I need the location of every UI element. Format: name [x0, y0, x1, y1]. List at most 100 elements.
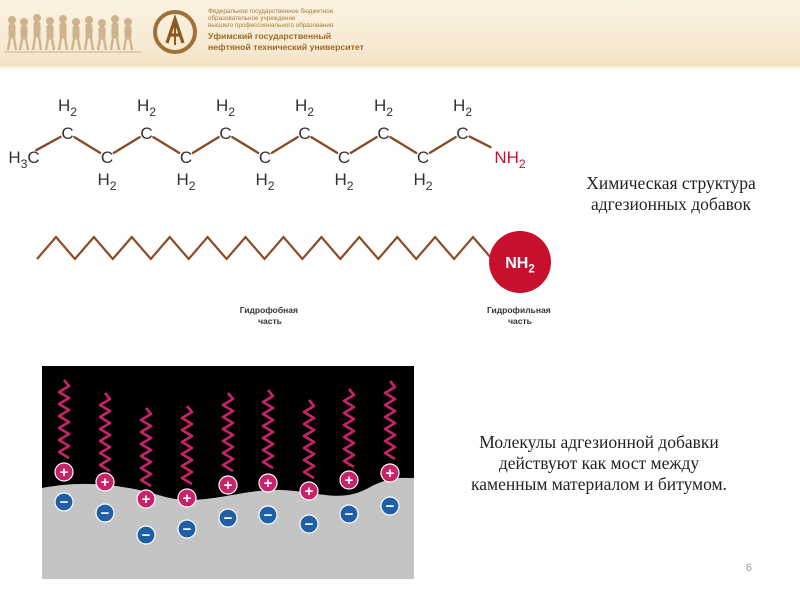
bond-line — [468, 135, 492, 149]
anion-site — [380, 496, 400, 516]
header-band: Федеральное государственное бюджетное об… — [0, 0, 800, 67]
bridge-caption: Молекулы адгезионной добавки действуют к… — [428, 432, 770, 495]
hydrophilic-head — [489, 231, 551, 293]
anion-site — [177, 519, 197, 539]
cation-head — [339, 470, 359, 490]
molecule-tail — [302, 399, 316, 480]
carbon-atom: C — [61, 124, 73, 143]
hydrogen-label: H2 — [413, 170, 432, 193]
molecule-tail — [342, 388, 356, 469]
hydrogen-label: H2 — [295, 96, 314, 119]
people-crowd-logo — [4, 14, 142, 53]
hydrophilic-label-line: часть — [508, 316, 532, 326]
cation-head — [258, 473, 278, 493]
formula-bonds — [35, 135, 492, 155]
anion-site — [54, 492, 74, 512]
bond-line — [35, 135, 62, 152]
adhesive-molecules: +−+−+−+−+−+−+−+−+− — [54, 379, 400, 545]
hydrophobic-label-line: Гидрофобная — [240, 305, 298, 315]
minus-sign: − — [386, 498, 395, 515]
minus-sign: − — [264, 507, 273, 524]
caption-line: действуют как мост между — [498, 453, 700, 473]
hydrophobic-tail — [36, 235, 493, 261]
hydrophobic-label: Гидрофобная часть — [240, 305, 301, 326]
hydrogen-label: H2 — [176, 170, 195, 193]
anion-site — [95, 503, 115, 523]
carbon-atom: C — [259, 148, 271, 167]
carbon-atom: C — [101, 148, 113, 167]
molecule-schematic: Гидрофобная часть Гидрофильная часть NH2 — [36, 231, 553, 326]
molecule-tail — [98, 392, 112, 473]
plus-sign: + — [345, 472, 354, 489]
plus-sign: + — [60, 464, 69, 481]
amine-group: NH2 — [494, 148, 526, 171]
plus-sign: + — [224, 477, 233, 494]
hydrogen-label: H2 — [137, 96, 156, 119]
header-separator — [0, 66, 800, 70]
carbon-atom: C — [338, 148, 350, 167]
minus-sign: − — [142, 527, 151, 544]
plus-sign: + — [142, 491, 151, 508]
molecule-tail — [383, 380, 397, 461]
hydrogen-label: H2 — [216, 96, 235, 119]
caption-line: Молекулы адгезионной добавки — [479, 432, 719, 452]
molecule-tail — [221, 392, 235, 473]
stone-surface — [42, 477, 414, 579]
carbon-atom: C — [456, 124, 468, 143]
carbon-atom: C — [417, 148, 429, 167]
molecule-tail — [180, 405, 194, 486]
cation-head — [299, 481, 319, 501]
org-line: Федеральное государственное бюджетное — [208, 8, 334, 15]
head-label: NH2 — [505, 255, 535, 275]
bridge-illustration: +−+−+−+−+−+−+−+−+− — [42, 366, 414, 579]
anion-site — [136, 525, 156, 545]
minus-sign: − — [183, 521, 192, 538]
anion-site — [299, 514, 319, 534]
cation-head — [54, 462, 74, 482]
page-number: 6 — [745, 562, 752, 574]
bond-line — [349, 135, 378, 155]
university-emblem — [153, 10, 197, 54]
hydrogen-label: H2 — [255, 170, 274, 193]
bond-line — [152, 135, 181, 155]
minus-sign: − — [345, 506, 354, 523]
bond-line — [310, 135, 339, 155]
hydrogen-label: H2 — [334, 170, 353, 193]
molecule-tail — [139, 407, 153, 488]
cation-head — [95, 472, 115, 492]
caption-line: адгезионных добавок — [591, 194, 751, 214]
university-name: Уфимский государственный — [208, 30, 332, 41]
minus-sign: − — [60, 494, 69, 511]
carbon-atom: C — [377, 124, 389, 143]
bond-line — [191, 135, 220, 155]
molecule-tail — [57, 379, 71, 460]
hydrogen-label: H2 — [453, 96, 472, 119]
anion-site — [339, 504, 359, 524]
minus-sign: − — [305, 516, 314, 533]
caption-line: каменным материалом и битумом. — [471, 474, 727, 494]
university-name: нефтяной технический университет — [208, 41, 364, 52]
hydrophilic-label: Гидрофильная часть — [487, 305, 553, 326]
bond-line — [73, 135, 102, 155]
anion-site — [218, 508, 238, 528]
minus-sign: − — [224, 510, 233, 527]
hydrogen-label: H2 — [97, 170, 116, 193]
cation-head — [136, 489, 156, 509]
methyl-group: H3C — [8, 148, 39, 171]
bond-line — [112, 135, 141, 155]
bond-line — [428, 135, 457, 155]
hydrophilic-label-line: Гидрофильная — [487, 305, 551, 315]
carbon-atom: C — [219, 124, 231, 143]
plus-sign: + — [305, 483, 314, 500]
minus-sign: − — [101, 505, 110, 522]
carbon-atom: C — [140, 124, 152, 143]
bond-line — [270, 135, 299, 155]
structure-caption: Химическая структура адгезионных добавок — [548, 173, 794, 215]
org-line: образовательное учреждение — [208, 15, 296, 23]
plus-sign: + — [386, 465, 395, 482]
anion-site — [258, 505, 278, 525]
bond-line — [389, 135, 418, 155]
plus-sign: + — [101, 474, 110, 491]
